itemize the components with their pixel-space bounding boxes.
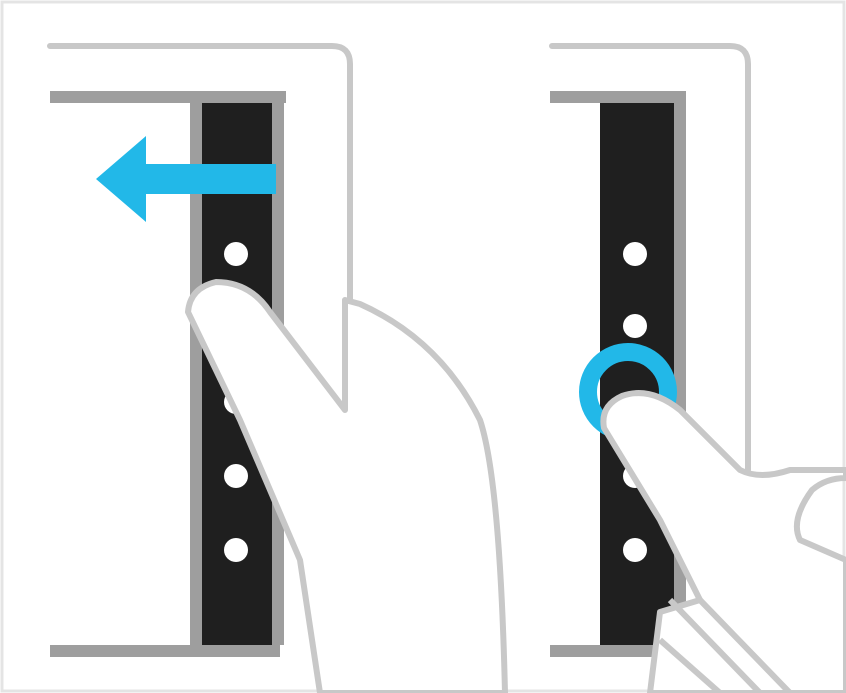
charm-dot bbox=[623, 538, 647, 562]
charm-dot bbox=[224, 464, 248, 488]
bottom-frame-bar bbox=[50, 645, 280, 657]
top-frame-bar bbox=[50, 91, 286, 103]
charm-dot bbox=[224, 538, 248, 562]
charm-dot bbox=[224, 242, 248, 266]
charm-dot bbox=[623, 242, 647, 266]
charm-dot bbox=[623, 314, 647, 338]
top-frame-bar bbox=[550, 91, 686, 103]
tap-hold-panel bbox=[550, 46, 846, 693]
swipe-left-panel bbox=[50, 46, 505, 693]
